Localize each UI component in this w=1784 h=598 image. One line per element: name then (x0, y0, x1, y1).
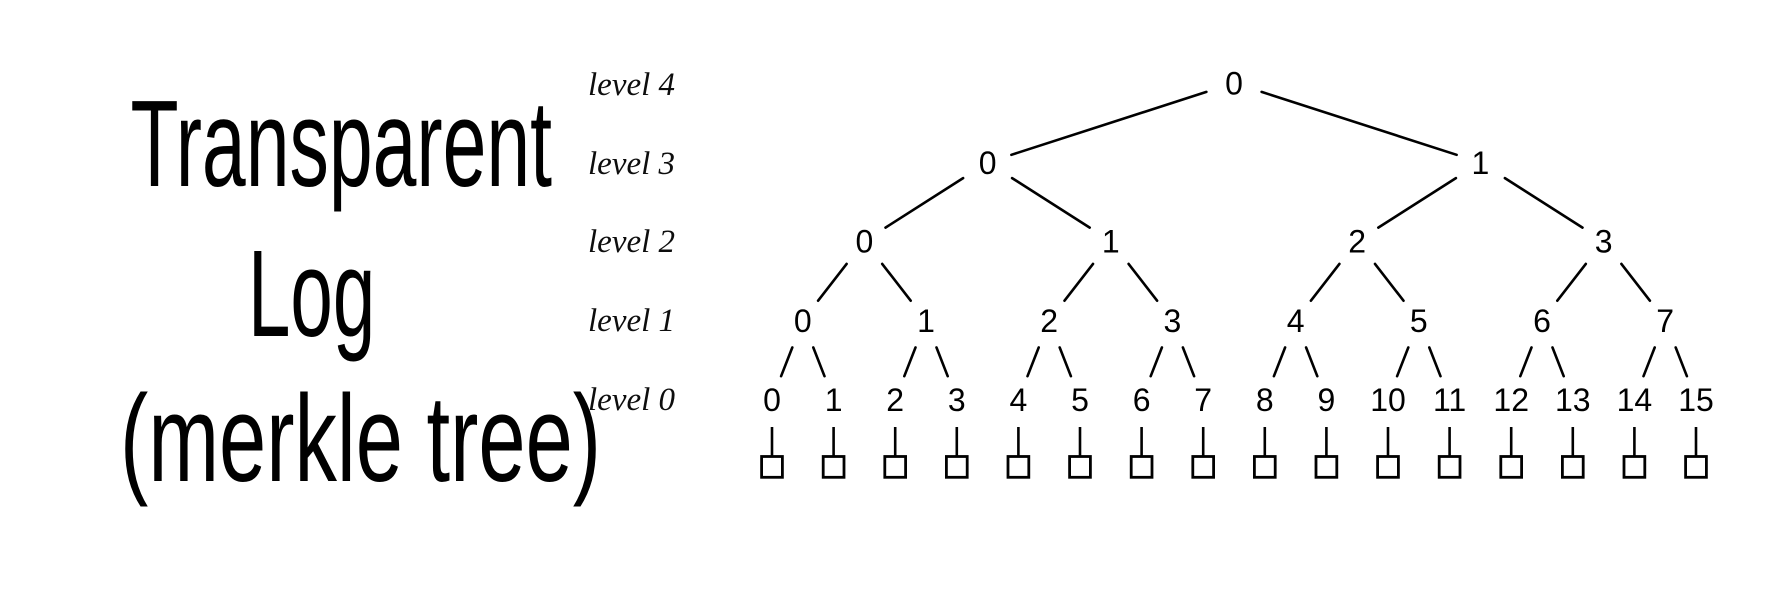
record-square (1191, 455, 1216, 479)
tree-edge (1127, 262, 1159, 303)
tree-node-label: 5 (1410, 303, 1428, 339)
tree-node-label: 10 (1370, 382, 1406, 418)
tree-node-label: 0 (856, 224, 874, 260)
record-square (1437, 455, 1462, 479)
tree-node-label: 1 (1102, 224, 1120, 260)
tree-edge (779, 346, 794, 378)
tree-edge (935, 346, 950, 378)
page-title-text-1: Transparent (130, 76, 553, 213)
tree-edge (1395, 346, 1410, 378)
tree-edge (1428, 346, 1442, 378)
tree-edge (902, 346, 917, 378)
record-square (1253, 455, 1277, 479)
tree-node-label: 7 (1656, 303, 1674, 339)
tree-node-label: 8 (1256, 382, 1274, 418)
tree-edge (1377, 176, 1458, 229)
record-square (760, 455, 784, 479)
tree-edge (1272, 346, 1287, 378)
record-square (1622, 455, 1647, 479)
tree-node-label: 6 (1533, 303, 1551, 339)
tree-node-label: 1 (1472, 145, 1490, 181)
tree-node-label: 3 (1164, 303, 1182, 339)
tree-edge (1010, 90, 1208, 157)
record-square (945, 455, 969, 479)
level-0-label: level 0 (588, 381, 676, 418)
tree-edge (1010, 176, 1091, 229)
tree-edge (1556, 262, 1588, 303)
tree-edge (1309, 262, 1341, 303)
tree-edge (1181, 346, 1196, 378)
record-square (1499, 455, 1524, 479)
tree-node-label: 14 (1617, 382, 1653, 418)
tree-node-label: 1 (917, 303, 935, 339)
tree-node-label: 4 (1287, 303, 1305, 339)
tree-node-label: 2 (886, 382, 904, 418)
tree-edge (1260, 90, 1458, 157)
page-title-line-3: (merkle tree) (12, 365, 612, 515)
tree-edge (1304, 346, 1319, 378)
tree-edge (884, 176, 965, 229)
page-title-line-2: Log (12, 220, 612, 370)
tree-node-label: 0 (979, 145, 997, 181)
tree-edge (1058, 346, 1073, 378)
tree-node-label: 15 (1678, 382, 1714, 418)
tree-node-label: 0 (794, 303, 812, 339)
tree-edge (1373, 262, 1405, 303)
record-square (821, 455, 846, 479)
tree-node-label: 13 (1555, 382, 1591, 418)
tree-node-label: 4 (1010, 382, 1028, 418)
record-square (883, 455, 907, 479)
tree-node-label: 7 (1194, 382, 1212, 418)
page-title-text-2: Log (248, 226, 376, 363)
tree-edge (1519, 346, 1533, 378)
tree-edge (811, 346, 826, 378)
record-square (1068, 455, 1092, 479)
tree-edge (1551, 346, 1565, 378)
tree-node-label: 0 (763, 382, 781, 418)
tree-edge (1149, 346, 1164, 378)
record-square (1314, 455, 1339, 479)
tree-edge (1674, 346, 1689, 378)
tree-edge (1620, 262, 1652, 303)
tree-edge (1026, 346, 1040, 378)
tree-node-label: 9 (1318, 382, 1336, 418)
record-square (1129, 455, 1154, 479)
page-title-line-1: Transparent (12, 70, 612, 220)
page-title-text-3: (merkle tree) (120, 371, 602, 508)
tree-edge (880, 262, 913, 303)
tree-node-label: 0 (1225, 66, 1243, 102)
record-square (1561, 455, 1585, 479)
tree-node-label: 3 (948, 382, 966, 418)
level-2-label: level 2 (588, 224, 676, 260)
tree-edge (816, 262, 848, 303)
tree-node-label: 5 (1071, 382, 1089, 418)
record-square (1006, 455, 1031, 479)
tree-node-label: 3 (1595, 224, 1613, 260)
record-square (1684, 455, 1708, 479)
level-4-label: level 4 (588, 67, 676, 103)
tree-edge (1642, 346, 1656, 378)
tree-node-label: 11 (1433, 382, 1466, 418)
tree-node-label: 2 (1348, 224, 1366, 260)
tree-edge (1503, 176, 1584, 229)
tree-edge (1063, 262, 1095, 303)
tree-node-label: 12 (1493, 382, 1529, 418)
level-3-label: level 3 (588, 145, 676, 182)
tree-node-label: 2 (1040, 303, 1058, 339)
level-1-label: level 1 (588, 302, 676, 339)
record-square (1376, 455, 1400, 479)
tree-node-label: 6 (1133, 382, 1151, 418)
tree-node-label: 1 (825, 382, 843, 418)
